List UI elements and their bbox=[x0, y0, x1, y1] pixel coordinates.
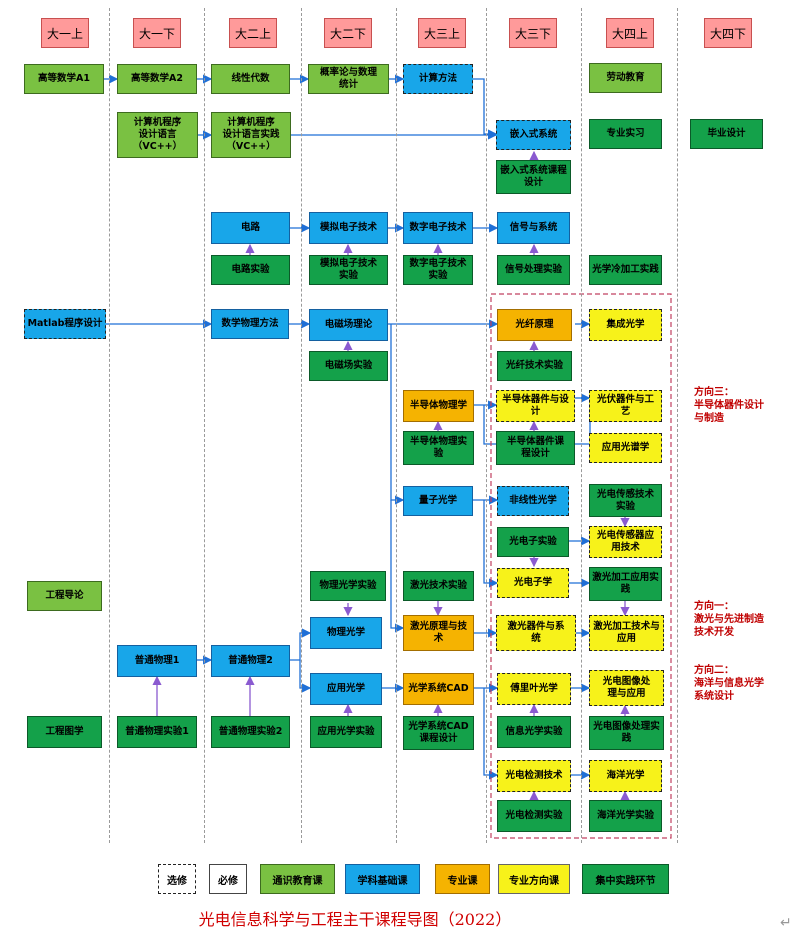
course-numerical-methods: 计算方法 bbox=[403, 64, 473, 94]
course-general-physics-lab-2: 普通物理实验2 bbox=[211, 716, 290, 748]
term-header-3: 大二上 bbox=[229, 18, 277, 48]
term-header-7: 大四上 bbox=[606, 18, 654, 48]
course-optical-system-cad: 光学系统CAD bbox=[403, 673, 474, 705]
course-image-processing-practice: 光电图像处理实 践 bbox=[589, 716, 664, 750]
course-laser-principles: 激光原理与技 术 bbox=[403, 615, 474, 651]
course-probability-statistics: 概率论与数理 统计 bbox=[308, 64, 389, 94]
course-programming-language: 计算机程序 设计语言 （VC++） bbox=[117, 112, 198, 158]
course-digital-electronics: 数字电子技术 bbox=[403, 212, 473, 244]
course-optoelectronics-lab: 光电子实验 bbox=[497, 527, 569, 557]
course-optical-system-cad-design: 光学系统CAD 课程设计 bbox=[403, 716, 474, 750]
course-applied-optics: 应用光学 bbox=[310, 673, 382, 705]
legend-optional: 选修 bbox=[158, 864, 196, 894]
course-labor-education: 劳动教育 bbox=[589, 63, 662, 93]
course-laser-processing-practice: 激光加工应用实 践 bbox=[589, 567, 662, 601]
legend-practice: 集中实践环节 bbox=[582, 864, 669, 894]
term-divider bbox=[486, 8, 487, 843]
course-engineering-introduction: 工程导论 bbox=[27, 581, 102, 611]
purple-lab-arrows bbox=[152, 150, 630, 800]
term-header-2: 大一下 bbox=[133, 18, 181, 48]
direction-label-1: 方向一： 激光与先进制造 技术开发 bbox=[694, 601, 764, 638]
legend-basic-courses: 学科基础课 bbox=[345, 864, 420, 894]
course-fiber-optics: 光纤原理 bbox=[497, 309, 572, 341]
course-ocean-optics: 海洋光学 bbox=[589, 760, 662, 792]
course-signals-systems: 信号与系统 bbox=[497, 212, 570, 244]
legend-major-courses: 专业课 bbox=[435, 864, 490, 894]
course-circuits-lab: 电路实验 bbox=[211, 255, 290, 285]
course-physical-optics-lab: 物理光学实验 bbox=[310, 571, 386, 601]
course-general-physics-2: 普通物理2 bbox=[211, 645, 290, 677]
course-photoelectric-detection: 光电检测技术 bbox=[497, 760, 571, 792]
course-digital-electronics-lab: 数字电子技术 实验 bbox=[403, 255, 473, 285]
course-photoelectric-detection-lab: 光电检测实验 bbox=[497, 800, 571, 832]
course-photoelectric-sensing-lab: 光电传感技术 实验 bbox=[589, 484, 662, 517]
term-divider bbox=[581, 8, 582, 843]
course-engineering-drawing: 工程图学 bbox=[27, 716, 102, 748]
course-professional-internship: 专业实习 bbox=[589, 119, 662, 149]
course-laser-devices: 激光器件与系 统 bbox=[496, 615, 576, 651]
course-matlab-programming: Matlab程序设计 bbox=[24, 309, 106, 339]
direction-label-3: 方向三： 半导体器件设计 与制造 bbox=[694, 387, 764, 424]
course-laser-processing-technology: 激光加工技术与 应用 bbox=[589, 615, 664, 651]
course-general-physics-1: 普通物理1 bbox=[117, 645, 197, 677]
course-integrated-optics: 集成光学 bbox=[589, 309, 662, 341]
course-graduation-project: 毕业设计 bbox=[690, 119, 763, 149]
course-advanced-math-a2: 高等数学A2 bbox=[117, 64, 197, 94]
course-semiconductor-physics: 半导体物理学 bbox=[403, 390, 474, 422]
term-divider bbox=[204, 8, 205, 843]
term-header-4: 大二下 bbox=[324, 18, 372, 48]
legend-required: 必修 bbox=[209, 864, 247, 894]
course-signal-processing-lab: 信号处理实验 bbox=[497, 255, 570, 285]
course-analog-electronics-lab: 模拟电子技术 实验 bbox=[309, 255, 388, 285]
term-header-1: 大一上 bbox=[41, 18, 89, 48]
course-ocean-optics-lab: 海洋光学实验 bbox=[589, 800, 662, 832]
course-optical-cold-processing: 光学冷加工实践 bbox=[589, 255, 662, 285]
term-header-6: 大三下 bbox=[509, 18, 557, 48]
course-general-physics-lab-1: 普通物理实验1 bbox=[117, 716, 197, 748]
course-fourier-optics: 傅里叶光学 bbox=[497, 673, 571, 705]
course-photoelectric-image-processing: 光电图像处 理与应用 bbox=[589, 670, 664, 706]
course-circuits: 电路 bbox=[211, 212, 290, 244]
term-divider bbox=[301, 8, 302, 843]
term-divider bbox=[677, 8, 678, 843]
term-header-8: 大四下 bbox=[704, 18, 752, 48]
page-title: 光电信息科学与工程主干课程导图（2022） bbox=[198, 910, 512, 929]
course-math-physics-methods: 数学物理方法 bbox=[211, 309, 289, 339]
course-optoelectronics: 光电子学 bbox=[497, 568, 569, 598]
course-applied-spectroscopy: 应用光谱学 bbox=[589, 433, 662, 463]
course-applied-optics-lab: 应用光学实验 bbox=[310, 716, 382, 748]
course-analog-electronics: 模拟电子技术 bbox=[309, 212, 388, 244]
paragraph-mark: ↵ bbox=[780, 915, 792, 931]
course-physical-optics: 物理光学 bbox=[310, 617, 382, 649]
term-divider bbox=[396, 8, 397, 843]
course-semiconductor-devices: 半导体器件与设 计 bbox=[496, 390, 575, 422]
term-divider bbox=[109, 8, 110, 843]
course-quantum-optics: 量子光学 bbox=[403, 486, 473, 516]
course-semiconductor-physics-lab: 半导体物理实 验 bbox=[403, 431, 474, 465]
course-embedded-systems: 嵌入式系统 bbox=[496, 120, 571, 150]
legend-direction-courses: 专业方向课 bbox=[498, 864, 570, 894]
course-photovoltaic-devices: 光伏器件与工 艺 bbox=[589, 390, 662, 422]
direction-label-2: 方向二： 海洋与信息光学 系统设计 bbox=[694, 665, 764, 702]
course-information-optics-lab: 信息光学实验 bbox=[497, 716, 571, 748]
course-semiconductor-design: 半导体器件课 程设计 bbox=[496, 431, 575, 465]
course-nonlinear-optics: 非线性光学 bbox=[497, 486, 569, 516]
course-electromagnetic-field: 电磁场理论 bbox=[309, 309, 388, 341]
term-header-5: 大三上 bbox=[418, 18, 466, 48]
legend-general-education: 通识教育课 bbox=[260, 864, 335, 894]
course-embedded-design: 嵌入式系统课程 设计 bbox=[496, 160, 571, 194]
course-electromagnetic-lab: 电磁场实验 bbox=[309, 351, 388, 381]
course-advanced-math-a1: 高等数学A1 bbox=[24, 64, 104, 94]
course-fiber-technology-lab: 光纤技术实验 bbox=[497, 351, 572, 381]
course-photoelectric-sensor-application: 光电传感器应 用技术 bbox=[589, 526, 662, 558]
course-laser-technology-lab: 激光技术实验 bbox=[403, 571, 474, 601]
course-programming-practice: 计算机程序 设计语言实践 （VC++） bbox=[211, 112, 291, 158]
course-linear-algebra: 线性代数 bbox=[211, 64, 290, 94]
